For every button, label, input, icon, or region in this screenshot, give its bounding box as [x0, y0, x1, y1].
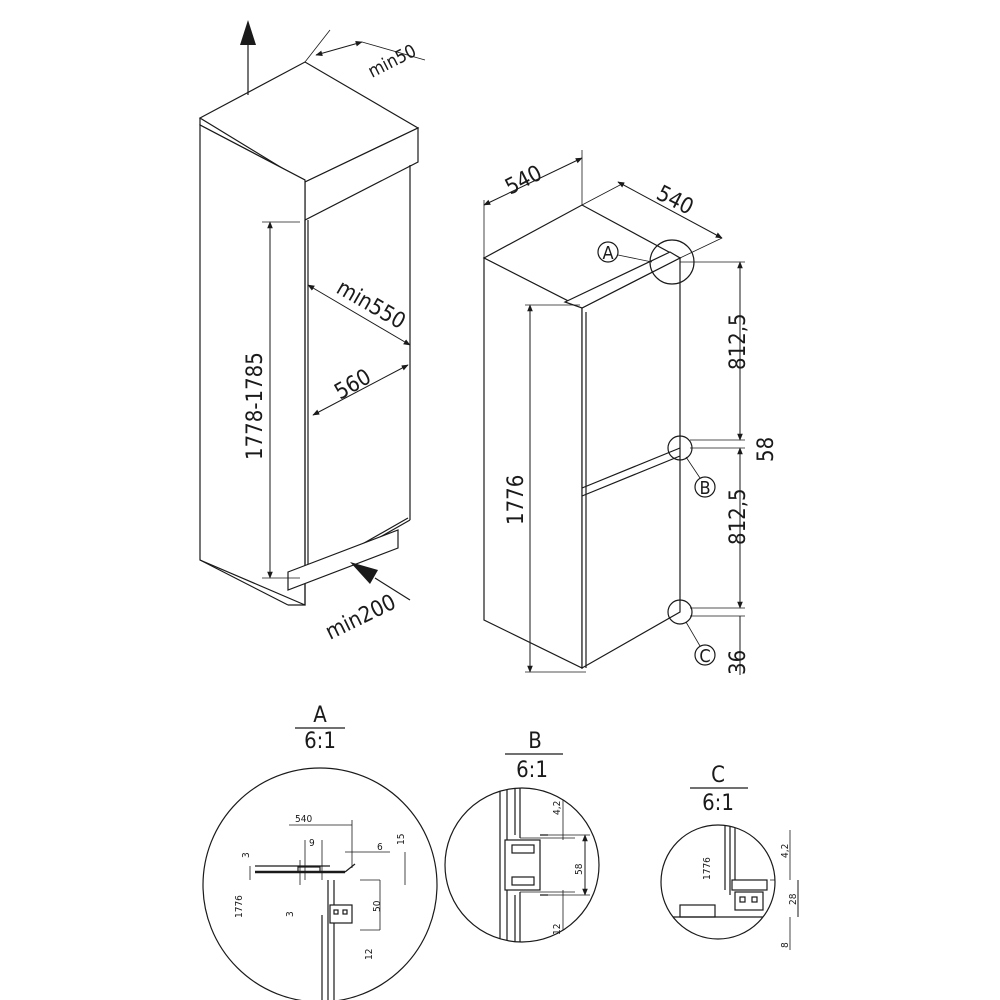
- detail-b-dim-58: 58: [574, 863, 585, 875]
- detail-a-dim-3-bottom: 3: [285, 911, 296, 917]
- marker-a-label: A: [602, 243, 613, 264]
- appliance-lower-section-label: 812,5: [726, 488, 751, 545]
- detail-b-circle: [444, 787, 600, 943]
- appliance-body: [482, 150, 745, 675]
- detail-c-circle: [660, 824, 776, 940]
- detail-c-drawing: [661, 825, 775, 918]
- detail-a-dim-6: 6: [377, 842, 383, 853]
- niche-width-label: 560: [331, 365, 376, 406]
- detail-a-scale: 6:1: [304, 729, 336, 754]
- detail-c-dim-8: 8: [780, 942, 791, 948]
- niche-top-clearance-label: min50: [365, 41, 420, 83]
- detail-c-title: C: [711, 763, 725, 788]
- appliance-depth-label: 540: [652, 181, 697, 220]
- detail-a-dim-15: 15: [396, 834, 407, 845]
- marker-b-label: B: [699, 478, 710, 499]
- detail-a-title: A: [313, 703, 327, 728]
- detail-a-circle: [202, 767, 438, 1000]
- niche-bottom-vent-label: min200: [322, 590, 400, 645]
- appliance-height-label: 1776: [504, 475, 529, 525]
- detail-b-dim-4-2: 4,2: [552, 801, 563, 815]
- detail-b-scale: 6:1: [516, 758, 548, 783]
- detail-a-dim-12: 12: [364, 949, 375, 960]
- detail-c-dim-1776: 1776: [702, 857, 713, 880]
- detail-b-drawing: [499, 788, 590, 942]
- detail-a-dim-540: 540: [295, 814, 312, 825]
- niche-height-label: 1778-1785: [243, 352, 268, 460]
- appliance-base-gap-label: 36: [726, 650, 751, 675]
- detail-a-dim-3-top: 3: [241, 852, 252, 858]
- detail-b-title: B: [528, 729, 542, 754]
- detail-c-dim-4-2: 4,2: [780, 844, 791, 858]
- appliance-hinge-spacing-label: 58: [754, 437, 779, 462]
- detail-a-dim-1776: 1776: [234, 895, 245, 918]
- appliance-width-label: 540: [501, 161, 546, 200]
- detail-b-dim-12: 12: [552, 924, 563, 935]
- marker-c-label: C: [699, 646, 710, 667]
- niche-depth-label: min550: [332, 276, 410, 335]
- detail-a-dim-50: 50: [372, 900, 383, 912]
- detail-c-dim-28: 28: [788, 893, 799, 905]
- detail-a-drawing: [249, 820, 406, 1000]
- detail-c-scale: 6:1: [702, 791, 734, 816]
- detail-a-dim-9: 9: [309, 838, 315, 849]
- niche-cabinet: [198, 20, 426, 606]
- appliance-upper-section-label: 812,5: [726, 313, 751, 370]
